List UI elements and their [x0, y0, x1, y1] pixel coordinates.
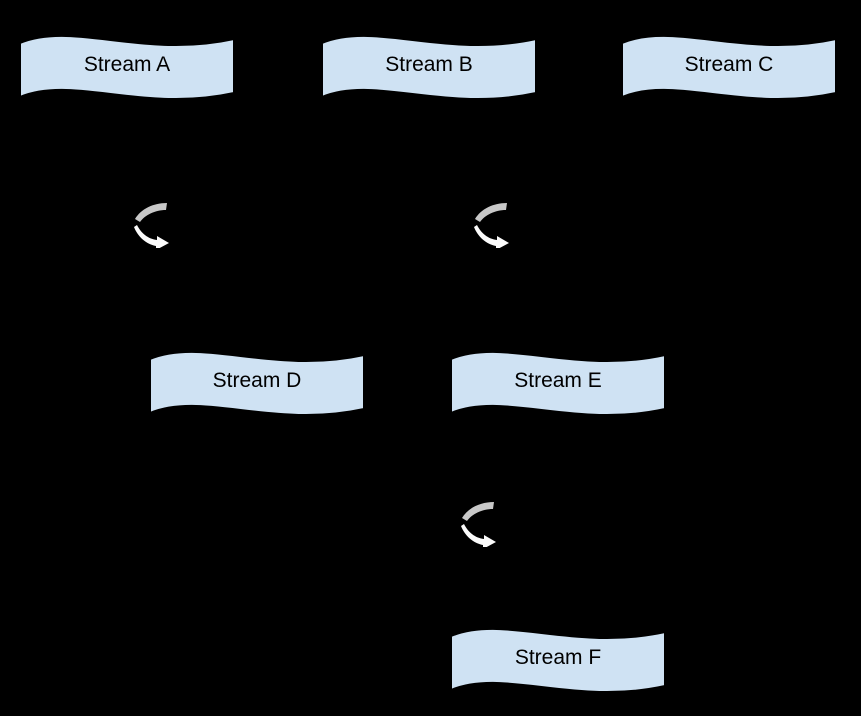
stream-f-node: Stream F	[449, 620, 667, 694]
wave-shape	[19, 34, 235, 100]
stream-e-node: Stream E	[449, 343, 667, 417]
stream-label: Stream D	[212, 368, 302, 392]
stream-label: Stream A	[83, 52, 171, 76]
stream-label: Stream B	[385, 52, 473, 76]
stream-a-node: Stream A	[18, 27, 236, 101]
wave-shape	[450, 627, 666, 693]
stream-d-node: Stream D	[148, 343, 366, 417]
stream-label: Stream C	[684, 52, 774, 76]
stream-label: Stream F	[514, 645, 602, 669]
rotate-arrow-icon	[134, 203, 169, 248]
wave-shape	[149, 350, 365, 416]
rotate-arrow-icon	[132, 200, 170, 248]
stream-c-node: Stream C	[620, 27, 838, 101]
stream-label: Stream E	[514, 368, 602, 392]
rotate-arrow-icon	[459, 499, 497, 547]
wave-shape	[321, 34, 537, 100]
stream-b-node: Stream B	[320, 27, 538, 101]
rotate-arrow-icon	[474, 203, 509, 248]
wave-shape	[621, 34, 837, 100]
rotate-arrow-icon	[461, 502, 496, 547]
wave-shape	[450, 350, 666, 416]
rotate-arrow-icon	[472, 200, 510, 248]
